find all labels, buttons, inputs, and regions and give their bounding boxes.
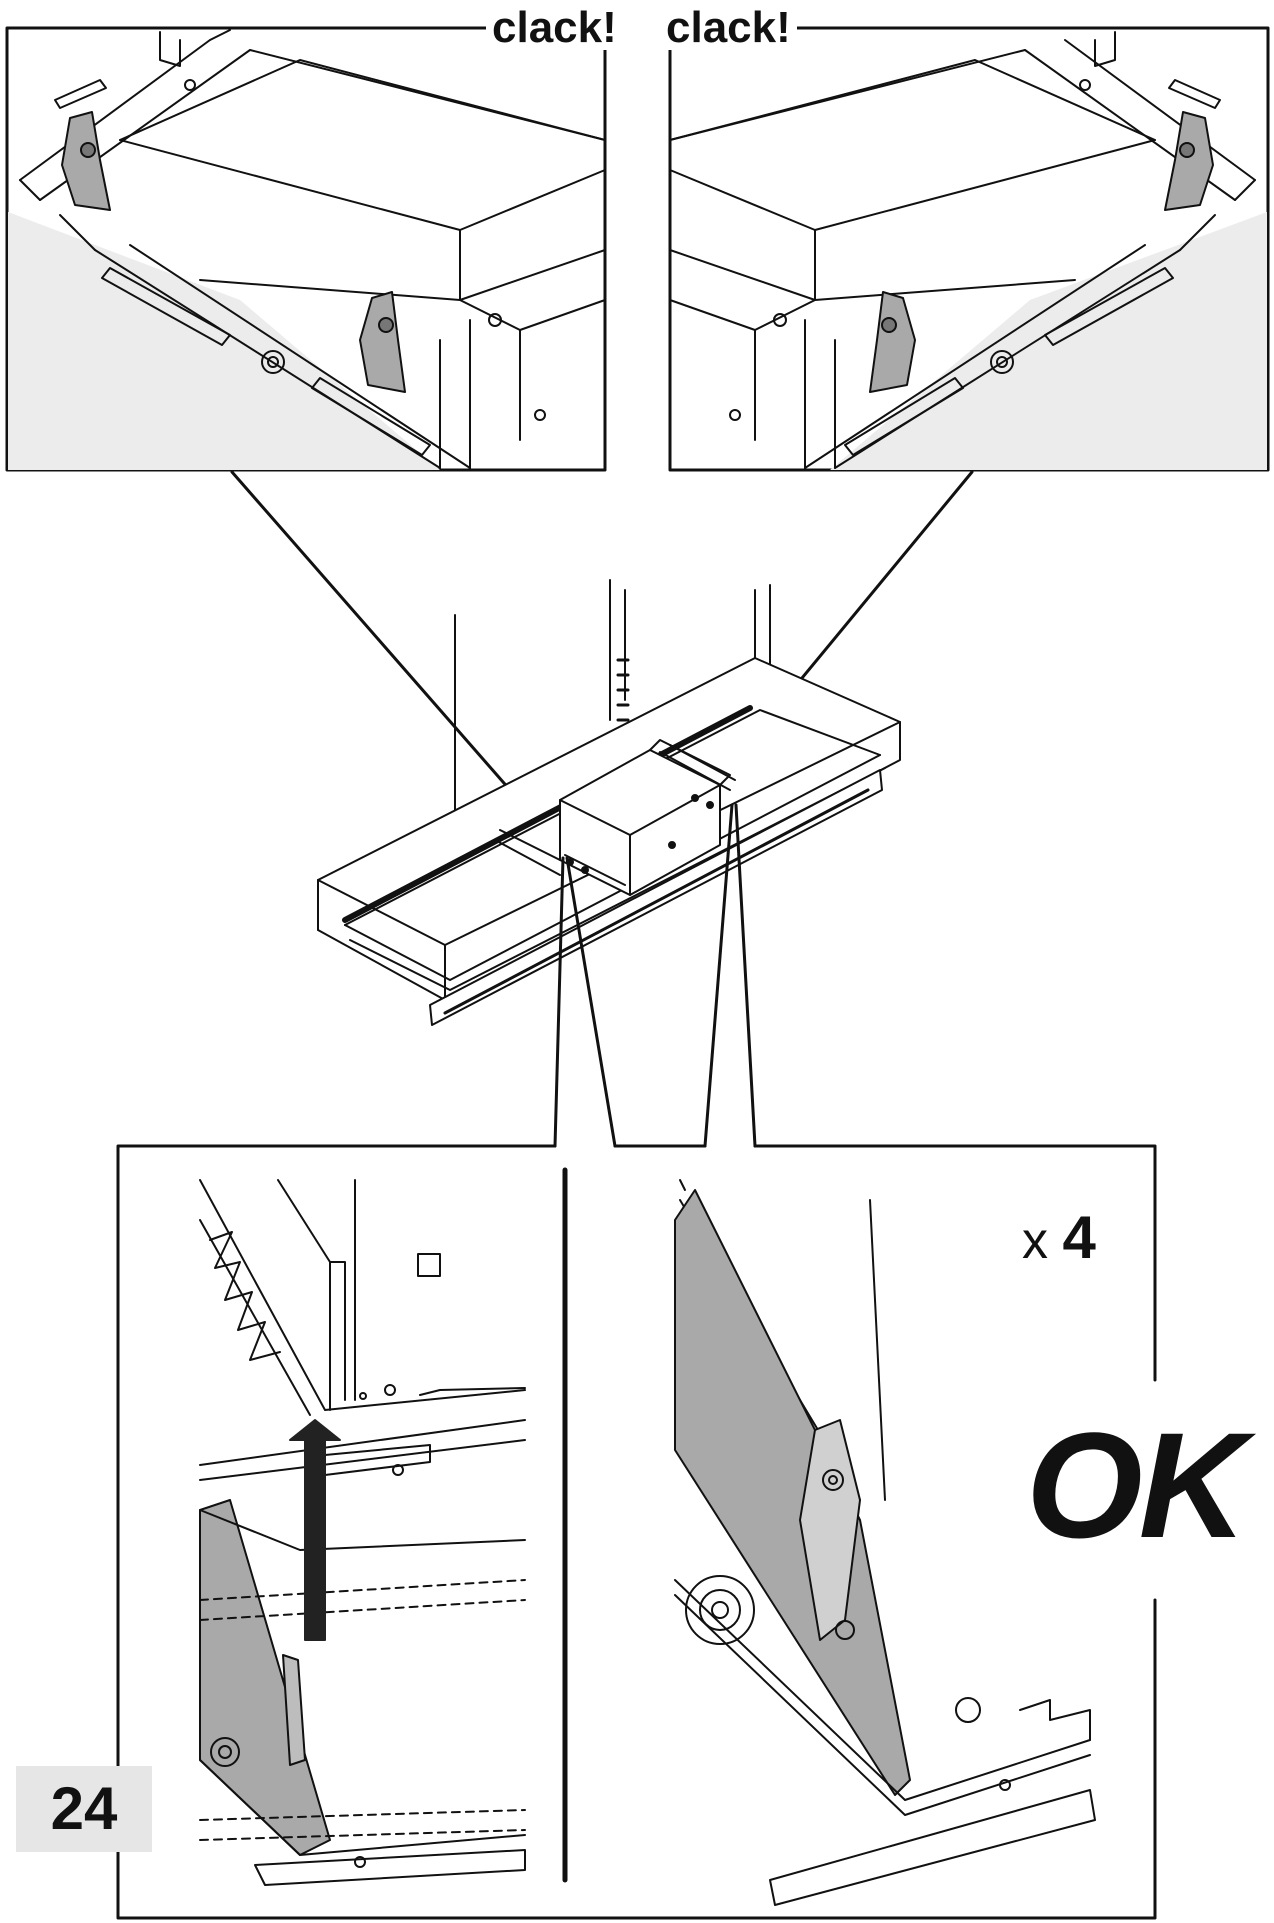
clip-bracket-icon [869, 291, 916, 393]
clack-label-right: clack! [660, 6, 797, 50]
quantity-value: 4 [1062, 1204, 1096, 1271]
clip-bracket-icon [61, 111, 111, 211]
clip-bracket-icon [359, 291, 406, 393]
step-number-badge: 24 [16, 1766, 152, 1852]
quantity-label: x 4 [1022, 1208, 1096, 1268]
callout-lines-bottom [553, 803, 757, 1148]
detail-panel-top-right [668, 26, 1270, 472]
top-left-artwork [8, 29, 606, 470]
detail-panel-bottom [116, 1144, 1157, 1920]
quantity-prefix: x [1022, 1212, 1063, 1270]
hood-unit-icon [317, 579, 901, 1026]
bottom-right-artwork [674, 1179, 1096, 1906]
clip-bracket-icon [1164, 111, 1214, 211]
bottom-left-artwork [199, 1179, 526, 1886]
clack-label-left: clack! [486, 6, 623, 50]
detail-panel-top-left [5, 26, 607, 472]
upward-arrow-icon [289, 1419, 341, 1641]
top-right-artwork [669, 31, 1267, 470]
ok-label: OK [1022, 1410, 1247, 1560]
